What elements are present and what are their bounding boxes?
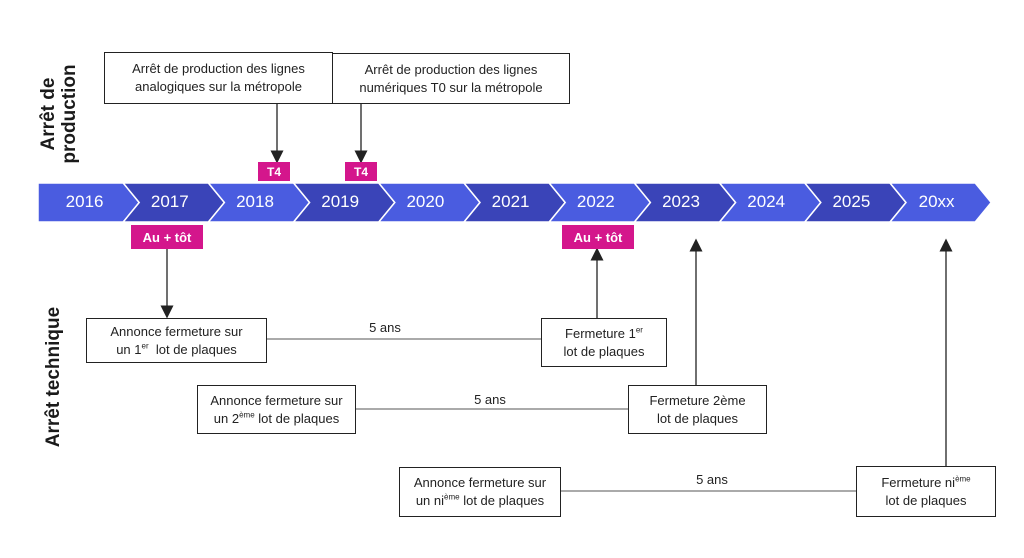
box-digital-production-stop: Arrêt de production des lignes numérique…	[332, 53, 570, 104]
year-label-2024: 2024	[747, 192, 786, 211]
tag-early-2017: Au + tôt	[131, 225, 203, 249]
box-announce-lot-1: Annonce fermeture sur un 1er lot de plaq…	[86, 318, 267, 363]
box-close-lot-2: Fermeture 2ème lot de plaques	[628, 385, 767, 434]
year-label-2016: 2016	[65, 192, 104, 211]
year-label-2021: 2021	[491, 192, 530, 211]
year-label-20xx: 20xx	[918, 192, 955, 211]
year-label-2023: 2023	[662, 192, 700, 211]
year-label-2017: 2017	[150, 192, 189, 211]
year-label-2022: 2022	[576, 192, 615, 211]
tag-t4-2019: T4	[345, 162, 377, 181]
year-label-2018: 2018	[236, 192, 274, 211]
year-label-2025: 2025	[832, 192, 871, 211]
box-analog-production-stop: Arrêt de production des lignes analogiqu…	[104, 52, 333, 104]
tag-t4-2018: T4	[258, 162, 290, 181]
box-close-lot-1: Fermeture 1er lot de plaques	[541, 318, 667, 367]
timeline-chevron-20xx	[888, 182, 993, 223]
gap-label-row-2: 5 ans	[474, 392, 506, 407]
gap-label-row-3: 5 ans	[696, 472, 728, 487]
tag-early-2022: Au + tôt	[562, 225, 634, 249]
year-label-2020: 2020	[406, 192, 445, 211]
label-arret-production: Arrêt de production	[38, 64, 80, 164]
box-announce-lot-2: Annonce fermeture sur un 2ème lot de pla…	[197, 385, 356, 434]
label-arret-technique: Arrêt technique	[43, 306, 64, 448]
box-close-lot-n: Fermeture nième lot de plaques	[856, 466, 996, 517]
gap-label-row-1: 5 ans	[369, 320, 401, 335]
timeline-chevrons	[37, 182, 993, 223]
year-label-2019: 2019	[321, 192, 360, 211]
box-announce-lot-n: Annonce fermeture sur un nième lot de pl…	[399, 467, 561, 517]
